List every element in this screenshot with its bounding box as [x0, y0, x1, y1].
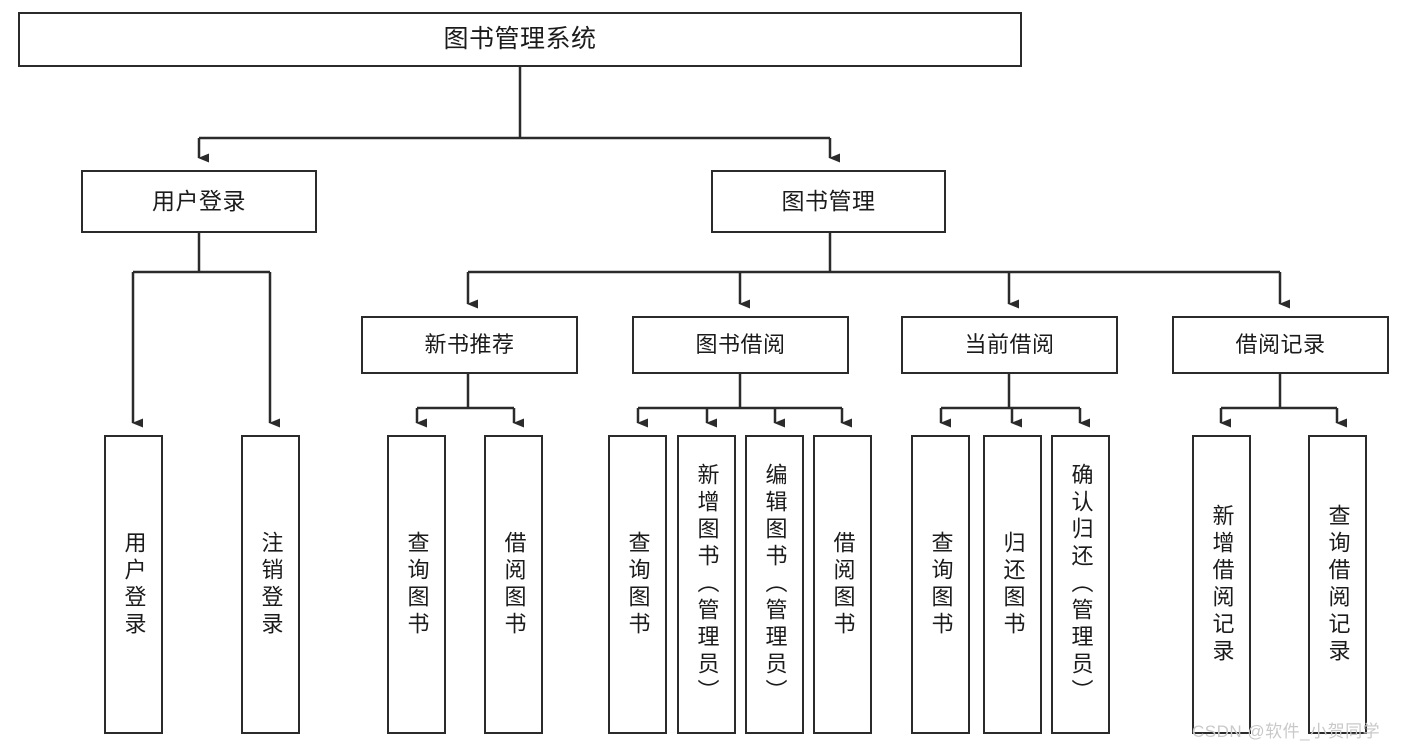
- node-user-login-label: 用户登录: [152, 187, 246, 214]
- node-leaf-query-book-current[interactable]: 查询图书: [911, 435, 970, 734]
- node-leaf-add-borrow-record-label: 新增借阅记录: [1209, 503, 1235, 666]
- node-leaf-user-logout-label: 注销登录: [258, 530, 284, 639]
- node-leaf-user-login-label: 用户登录: [121, 530, 147, 639]
- node-leaf-query-book-current-label: 查询图书: [928, 530, 954, 639]
- node-leaf-confirm-return-admin-label: 确认归还（管理员）: [1068, 463, 1094, 706]
- node-leaf-borrow-book[interactable]: 借阅图书: [813, 435, 872, 734]
- node-leaf-query-book-recommend-label: 查询图书: [404, 530, 430, 639]
- node-user-login[interactable]: 用户登录: [81, 170, 317, 233]
- node-leaf-user-login[interactable]: 用户登录: [104, 435, 163, 734]
- node-current-borrow-label: 当前借阅: [964, 332, 1055, 358]
- node-root[interactable]: 图书管理系统: [18, 12, 1022, 67]
- node-book-management-label: 图书管理: [781, 187, 876, 214]
- node-leaf-add-borrow-record[interactable]: 新增借阅记录: [1192, 435, 1251, 734]
- node-leaf-query-book-borrow-label: 查询图书: [625, 530, 651, 639]
- node-leaf-edit-book-admin[interactable]: 编辑图书（管理员）: [745, 435, 804, 734]
- node-leaf-return-book-label: 归还图书: [1000, 530, 1026, 639]
- node-leaf-query-borrow-record[interactable]: 查询借阅记录: [1308, 435, 1367, 734]
- node-book-borrow-label: 图书借阅: [695, 332, 786, 358]
- node-book-management[interactable]: 图书管理: [711, 170, 946, 233]
- node-leaf-edit-book-admin-label: 编辑图书（管理员）: [762, 463, 788, 706]
- node-new-book-recommend[interactable]: 新书推荐: [361, 316, 578, 374]
- node-leaf-borrow-book-recommend[interactable]: 借阅图书: [484, 435, 543, 734]
- node-leaf-add-book-admin[interactable]: 新增图书（管理员）: [677, 435, 736, 734]
- node-borrow-record-label: 借阅记录: [1235, 332, 1326, 358]
- node-leaf-query-borrow-record-label: 查询借阅记录: [1325, 503, 1351, 666]
- node-leaf-query-book-borrow[interactable]: 查询图书: [608, 435, 667, 734]
- node-leaf-query-book-recommend[interactable]: 查询图书: [387, 435, 446, 734]
- node-root-label: 图书管理系统: [443, 24, 597, 53]
- node-leaf-borrow-book-recommend-label: 借阅图书: [501, 530, 527, 639]
- node-leaf-return-book[interactable]: 归还图书: [983, 435, 1042, 734]
- node-leaf-borrow-book-label: 借阅图书: [830, 530, 856, 639]
- node-book-borrow[interactable]: 图书借阅: [632, 316, 849, 374]
- node-leaf-add-book-admin-label: 新增图书（管理员）: [694, 463, 720, 706]
- node-leaf-user-logout[interactable]: 注销登录: [241, 435, 300, 734]
- node-leaf-confirm-return-admin[interactable]: 确认归还（管理员）: [1051, 435, 1110, 734]
- node-new-book-recommend-label: 新书推荐: [424, 332, 515, 358]
- node-current-borrow[interactable]: 当前借阅: [901, 316, 1118, 374]
- node-borrow-record[interactable]: 借阅记录: [1172, 316, 1389, 374]
